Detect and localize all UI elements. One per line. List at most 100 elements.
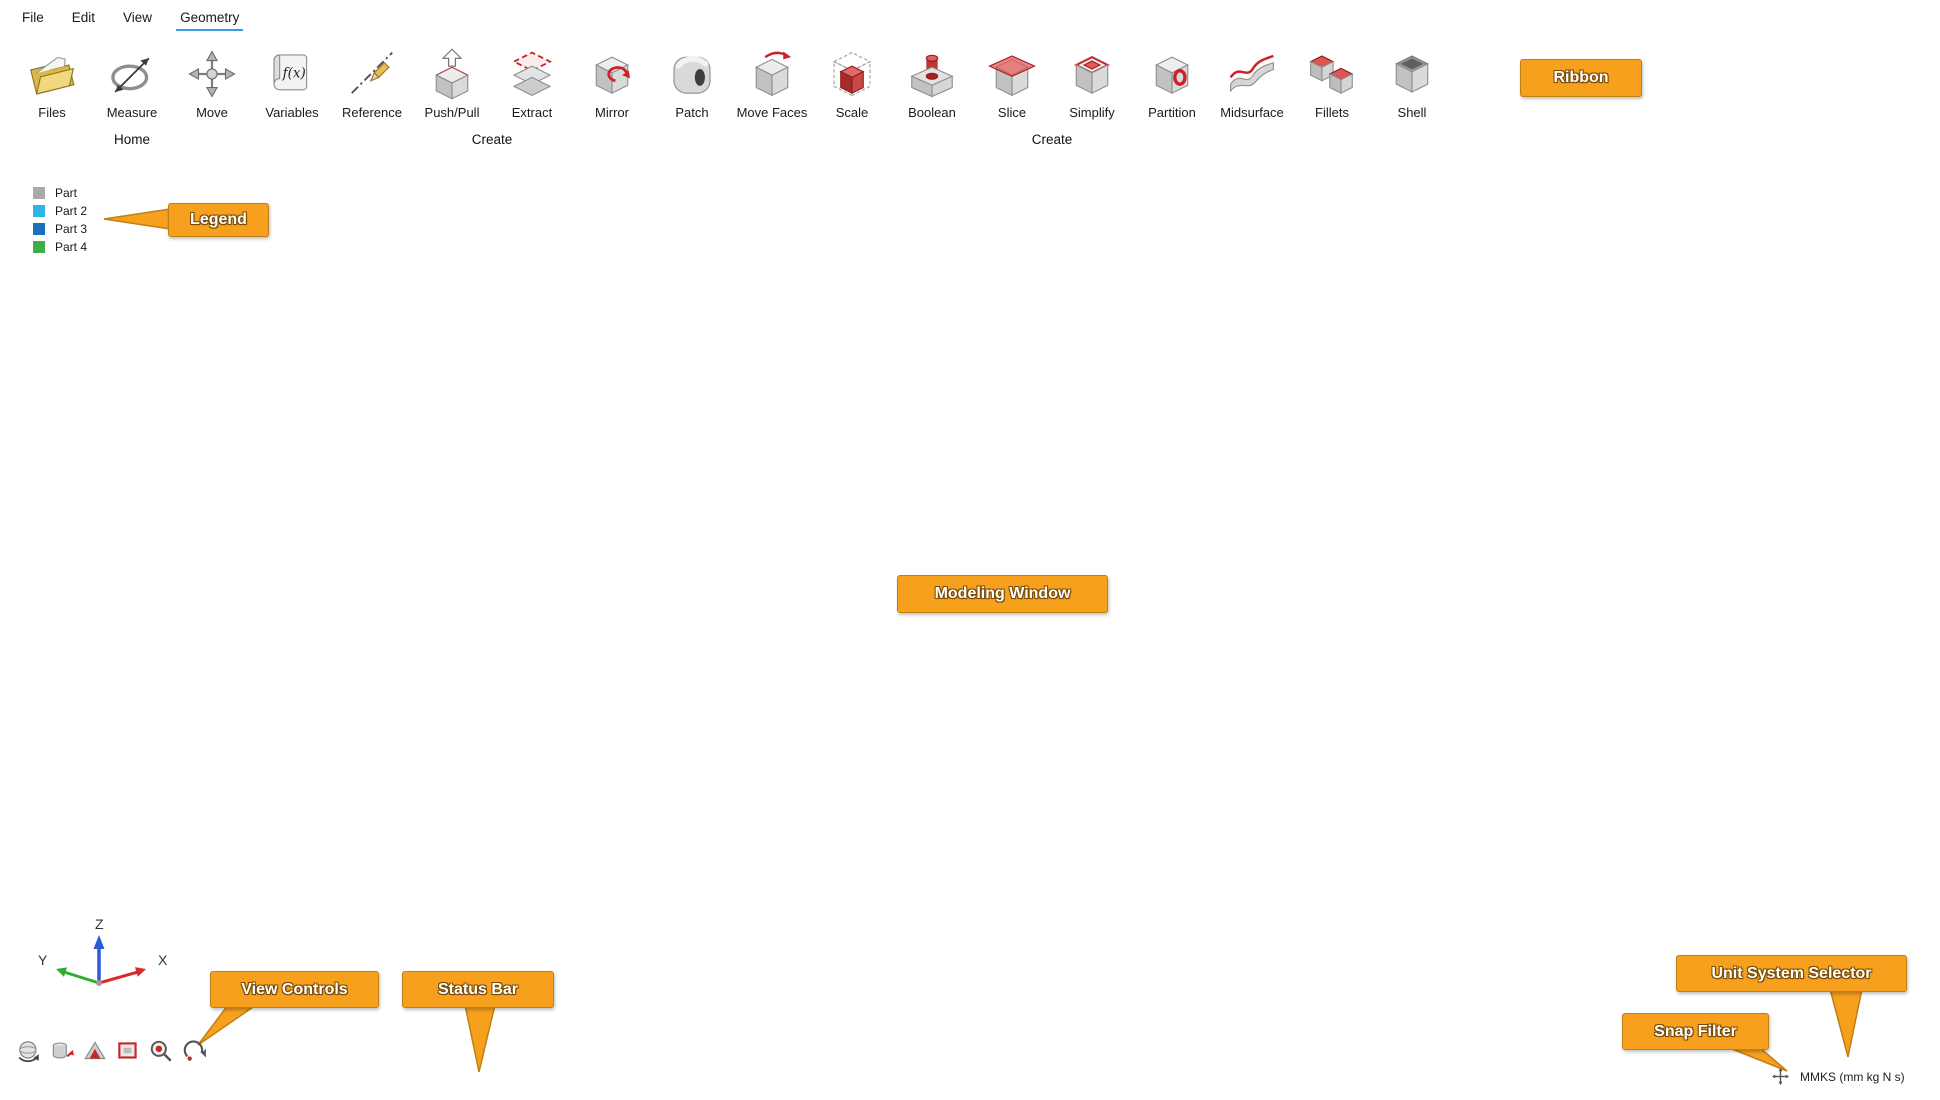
- legend-label: Part 2: [55, 204, 88, 218]
- ribbon-tool-label: Fillets: [1315, 105, 1349, 120]
- status-bar-callout: Status Bar: [402, 971, 554, 1008]
- ribbon-tool-scale[interactable]: Scale: [812, 40, 892, 120]
- ribbon-tool-label: Mirror: [595, 105, 629, 120]
- measure-icon: [104, 44, 160, 104]
- unit-system-selector-callout: Unit System Selector: [1676, 955, 1907, 992]
- ribbon-tool-label: Move Faces: [736, 105, 808, 120]
- ribbon-group-create-1: Create: [471, 132, 513, 147]
- ribbon-tool-label: Move: [196, 105, 228, 120]
- ribbon-tool-simplify[interactable]: Simplify: [1052, 40, 1132, 120]
- ribbon-toolbar: Files Measure: [12, 40, 1452, 120]
- ribbon-tool-label: Scale: [835, 105, 869, 120]
- ribbon-tool-label: Push/Pull: [424, 105, 480, 120]
- legend-label: Part 3: [55, 222, 88, 236]
- triad-z-label: Z: [95, 916, 104, 932]
- svg-text:f(x): f(x): [282, 65, 306, 81]
- slice-icon: [984, 44, 1040, 104]
- status-bar-callout-arrow: [464, 1004, 496, 1073]
- snap-filter-callout: Snap Filter: [1622, 1013, 1769, 1050]
- ribbon-tool-label: Partition: [1148, 105, 1196, 120]
- menu-view[interactable]: View: [123, 10, 153, 25]
- ribbon-tool-label: Simplify: [1069, 105, 1115, 120]
- ribbon-tool-label: Slice: [997, 105, 1027, 120]
- ribbon-tool-label: Extract: [511, 105, 553, 120]
- legend-item-part[interactable]: Part: [33, 184, 87, 202]
- fillets-icon: [1304, 44, 1360, 104]
- move-icon: [184, 44, 240, 104]
- legend-label: Part: [55, 186, 78, 200]
- ribbon-tool-mirror[interactable]: Mirror: [572, 40, 652, 120]
- ribbon-group-create-2: Create: [1031, 132, 1073, 147]
- legend-item-part-4[interactable]: Part 4: [33, 238, 87, 256]
- ribbon-tool-slice[interactable]: Slice: [972, 40, 1052, 120]
- ribbon-tool-label: Shell: [1397, 105, 1427, 120]
- look-at-icon[interactable]: [82, 1038, 108, 1064]
- ribbon-tool-files[interactable]: Files: [12, 40, 92, 120]
- legend-item-part-2[interactable]: Part 2: [33, 202, 87, 220]
- ribbon-tool-move-faces[interactable]: Move Faces: [732, 40, 812, 120]
- ribbon-tool-push-pull[interactable]: Push/Pull: [412, 40, 492, 120]
- zoom-icon[interactable]: [148, 1038, 174, 1064]
- variables-icon: f(x): [264, 44, 320, 104]
- ribbon-tool-boolean[interactable]: Boolean: [892, 40, 972, 120]
- legend-callout: Legend: [168, 203, 269, 237]
- legend-swatch: [33, 187, 45, 199]
- ribbon-tool-shell[interactable]: Shell: [1372, 40, 1452, 120]
- menu-geometry[interactable]: Geometry: [176, 10, 244, 31]
- ribbon-tool-move[interactable]: Move: [172, 40, 252, 120]
- shell-icon: [1384, 44, 1440, 104]
- modeling-window-callout: Modeling Window: [897, 575, 1108, 613]
- ribbon-tool-reference[interactable]: Reference: [332, 40, 412, 120]
- menu-bar: File Edit View Geometry: [18, 10, 244, 31]
- extract-icon: [504, 44, 560, 104]
- mirror-icon: [584, 44, 640, 104]
- previous-view-icon[interactable]: [181, 1038, 207, 1064]
- menu-file[interactable]: File: [22, 10, 44, 25]
- scale-icon: [824, 44, 880, 104]
- ribbon-tool-fillets[interactable]: Fillets: [1292, 40, 1372, 120]
- simplify-icon: [1064, 44, 1120, 104]
- menu-edit[interactable]: Edit: [71, 10, 96, 25]
- legend-label: Part 4: [55, 240, 88, 254]
- ribbon-tool-midsurface[interactable]: Midsurface: [1212, 40, 1292, 120]
- ribbon-group-home: Home: [113, 132, 150, 147]
- ribbon-callout: Ribbon: [1520, 59, 1642, 97]
- orbit-icon[interactable]: [16, 1038, 42, 1064]
- view-controls-callout: View Controls: [210, 971, 379, 1008]
- unit-system-selector[interactable]: MMKS (mm kg N s): [1800, 1070, 1905, 1084]
- ribbon-tool-label: Reference: [342, 105, 402, 120]
- files-icon: [24, 44, 80, 104]
- pan-icon[interactable]: [49, 1038, 75, 1064]
- ribbon-tool-label: Midsurface: [1220, 105, 1284, 120]
- partition-icon: [1144, 44, 1200, 104]
- legend-swatch: [33, 205, 45, 217]
- snap-filter-icon[interactable]: [1772, 1068, 1789, 1085]
- patch-icon: [664, 44, 720, 104]
- ribbon-tool-extract[interactable]: Extract: [492, 40, 572, 120]
- ribbon-tool-label: Boolean: [908, 105, 956, 120]
- plan-view-icon[interactable]: [115, 1038, 141, 1064]
- ribbon-tool-measure[interactable]: Measure: [92, 40, 172, 120]
- legend-callout-arrow: [103, 208, 171, 230]
- ribbon-tool-partition[interactable]: Partition: [1132, 40, 1212, 120]
- legend-swatch: [33, 223, 45, 235]
- orientation-triad[interactable]: Z Y X: [20, 915, 190, 1015]
- triad-y-label: Y: [38, 952, 48, 968]
- ribbon-tool-label: Patch: [675, 105, 709, 120]
- parts-legend: Part Part 2 Part 3 Part 4: [33, 184, 87, 256]
- ribbon-tool-variables[interactable]: f(x) Variables: [252, 40, 332, 120]
- triad-x-label: X: [158, 952, 168, 968]
- ribbon-tool-label: Variables: [265, 105, 319, 120]
- boolean-icon: [904, 44, 960, 104]
- legend-swatch: [33, 241, 45, 253]
- ribbon-tool-patch[interactable]: Patch: [652, 40, 732, 120]
- view-controls-bar: [16, 1038, 207, 1064]
- midsurface-icon: [1224, 44, 1280, 104]
- push-pull-icon: [424, 44, 480, 104]
- ribbon-tool-label: Files: [38, 105, 66, 120]
- reference-icon: [344, 44, 400, 104]
- move-faces-icon: [744, 44, 800, 104]
- unit-system-callout-arrow: [1829, 988, 1863, 1058]
- legend-item-part-3[interactable]: Part 3: [33, 220, 87, 238]
